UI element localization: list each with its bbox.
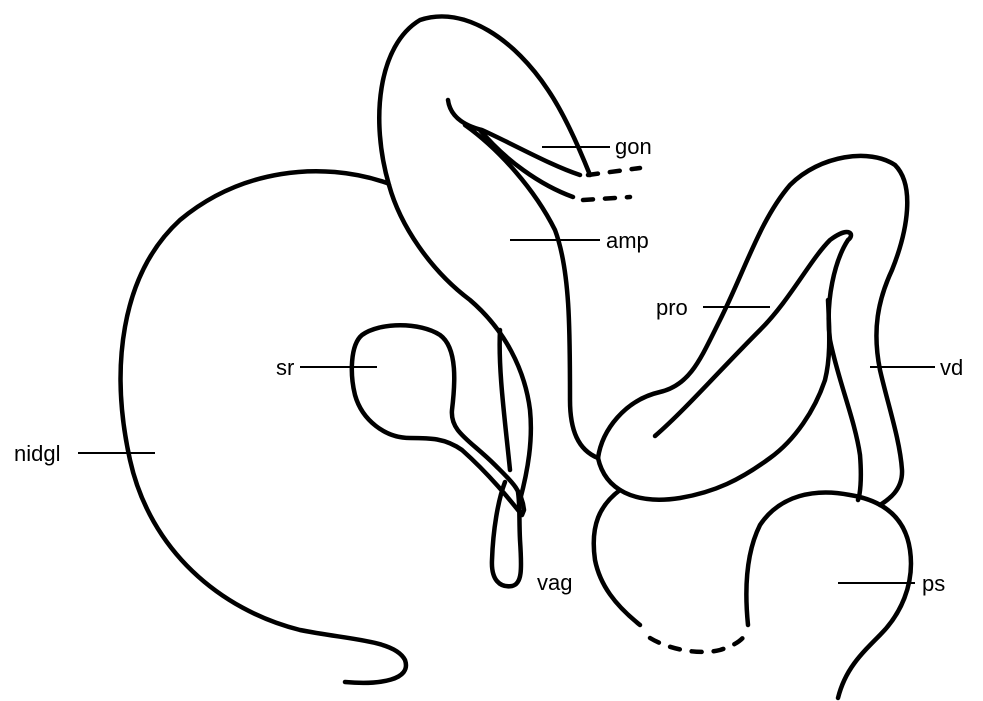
gonoduct-dashed-end-lower (583, 197, 630, 200)
receptacle-duct-side (500, 330, 510, 470)
label-sr: sr (276, 355, 294, 380)
prostate-inner-wall (655, 232, 861, 500)
label-amp: amp (606, 228, 649, 253)
label-ps: ps (922, 571, 945, 596)
label-vag: vag (537, 570, 572, 595)
gonoduct-dashed-end-upper (588, 168, 640, 175)
penis-sheath-outline (746, 493, 911, 698)
label-vd: vd (940, 355, 963, 380)
label-nidgl: nidgl (14, 441, 60, 466)
vagina-dashed-opening (650, 628, 748, 652)
label-gon: gon (615, 134, 652, 159)
ampulla-outer-wall (379, 16, 590, 185)
nidamental-gland-outline (121, 171, 406, 683)
vagina-lower-outline (594, 490, 640, 625)
label-pro: pro (656, 295, 688, 320)
